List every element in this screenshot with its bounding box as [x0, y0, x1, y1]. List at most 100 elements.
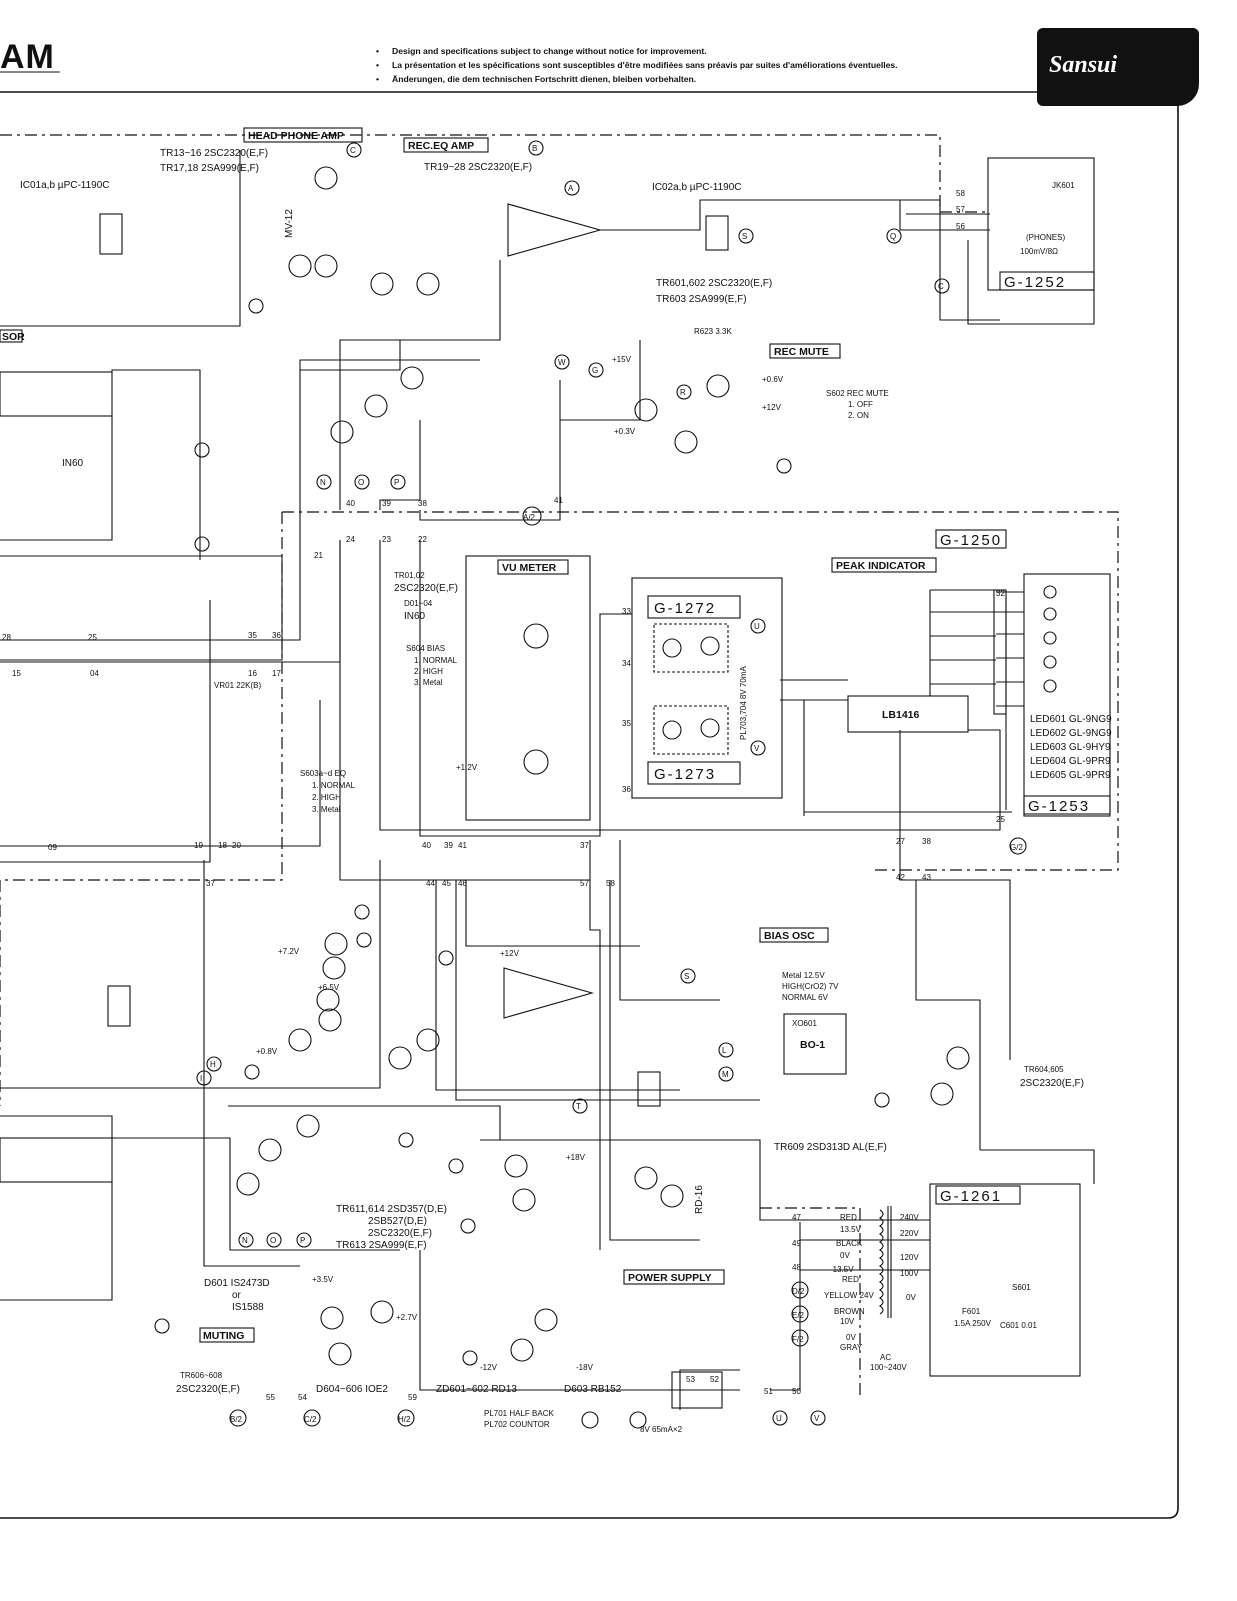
fraction-terminal: A/2 [523, 513, 536, 522]
pin-number: 40 [346, 499, 355, 508]
pin-number: 36 [622, 785, 631, 794]
pin-number: 58 [606, 879, 615, 888]
ic-lb1416: LB1416 [882, 709, 920, 721]
note-line: La présentation et les spécifications so… [376, 58, 898, 72]
label-ic01: IC01a,b µPC-1190C [20, 180, 110, 191]
pin-number: 50 [792, 1387, 801, 1396]
page-title: AM [0, 38, 55, 76]
label-phones-rating: 100mV/8Ω [1020, 247, 1058, 256]
board-g1252: G-1252 [1004, 274, 1066, 291]
board-g1253: G-1253 [1028, 798, 1090, 815]
terminal-letters: C B A S Q C W G R N O P U V N O P U V T … [200, 144, 944, 1423]
section-processor: SOR [2, 331, 25, 343]
pin-number: 25 [88, 633, 97, 642]
terminal-label: I [200, 1074, 202, 1083]
fraction-terminal: B/2 [230, 1415, 243, 1424]
voltage-label: +12V [762, 403, 782, 412]
wire-label: -13.5V [830, 1265, 854, 1274]
voltage-label: +18V [566, 1153, 586, 1162]
pin-number: 23 [382, 535, 391, 544]
wire-label: 13.5V [840, 1225, 862, 1234]
label-tr606-608-type: 2SC2320(E,F) [176, 1384, 240, 1395]
wire-label: 0V [846, 1333, 856, 1342]
pilot-lamps [581, 1411, 647, 1429]
fuse-rating-label: 1.5A 250V [954, 1319, 992, 1328]
terminal-label: M [722, 1070, 729, 1079]
c601-label: C601 0.01 [1000, 1321, 1037, 1330]
terminal-label: P [394, 478, 399, 487]
pin-number: 25 [996, 815, 1005, 824]
wire-label: 0V [840, 1251, 850, 1260]
label-d01-04-type: IN60 [404, 611, 426, 622]
pin-number: 54 [298, 1393, 307, 1402]
pin-number: 04 [90, 669, 99, 678]
label-d601: D601 IS2473D [204, 1278, 270, 1289]
label-s602-off: 1. OFF [848, 400, 873, 409]
board-outline-main [282, 511, 1119, 871]
label-s603: S603a~d EQ [300, 769, 346, 778]
label-ic02: IC02a,b µPC-1190C [652, 182, 742, 193]
terminal-label: V [814, 1414, 820, 1423]
label-s602: S602 REC MUTE [826, 389, 889, 398]
transformer-primary [879, 1209, 884, 1315]
label-xo601: XO601 [792, 1019, 817, 1028]
pin-number: 39 [382, 499, 391, 508]
pin-number: 52 [710, 1375, 719, 1384]
label-phones: (PHONES) [1026, 233, 1065, 242]
coils [99, 213, 729, 1107]
fraction-terminals: A/2 B/2 C/2 H/2 G/2 D/2 E/2 F/2 [230, 513, 1023, 1424]
fraction-terminal: H/2 [398, 1415, 411, 1424]
terminal-markers [154, 140, 1027, 1427]
pin-number: 38 [418, 499, 427, 508]
label-s604-metal: 3. Metal [414, 678, 443, 687]
terminal-label: N [242, 1236, 248, 1245]
label-s603-metal: 3. Metal [312, 805, 341, 814]
label-r623: R623 3.3K [694, 327, 732, 336]
connector-strip [993, 589, 1007, 715]
pin-number: 41 [458, 841, 467, 850]
terminal-label: H [210, 1060, 216, 1069]
label-jk601: JK601 [1052, 181, 1075, 190]
voltage-label: +1.2V [456, 763, 478, 772]
label-s604-high: 2. HIGH [414, 667, 443, 676]
pin-numbers: 58 57 56 40 39 38 41 24 23 22 21 35 36 1… [2, 189, 1005, 1402]
pin-number: 37 [206, 879, 215, 888]
label-pl702: PL702 COUNTOR [484, 1420, 550, 1429]
label-bias-high: HIGH(CrO2) 7V [782, 982, 839, 991]
pin-number: 48 [792, 1263, 801, 1272]
section-peak-indicator: PEAK INDICATOR [836, 560, 926, 572]
pin-number: 35 [248, 631, 257, 640]
voltage-label: +3.5V [312, 1275, 334, 1284]
pin-number: 15 [12, 669, 21, 678]
connector-psu [671, 1371, 723, 1409]
terminal-label: W [558, 358, 566, 367]
label-tr606-608: TR606~608 [180, 1371, 223, 1380]
terminal-label: T [576, 1102, 581, 1111]
fraction-terminal: E/2 [792, 1311, 805, 1320]
terminal-label: C [938, 282, 944, 291]
board-g1273: G-1273 [654, 766, 716, 783]
wire-label: BLACK [836, 1239, 863, 1248]
voltage-label: -18V [576, 1363, 594, 1372]
outer-border [0, 91, 1179, 1519]
label-led601: LED601 GL-9NG9 [1030, 714, 1112, 725]
pin-number: 33 [622, 607, 631, 616]
terminal-label: O [270, 1236, 276, 1245]
board-outline-left [0, 512, 283, 881]
terminal-label: R [680, 388, 686, 397]
pin-number: 41 [554, 496, 563, 505]
pin-number: 47 [792, 1213, 801, 1222]
section-power-supply: POWER SUPPLY [628, 1272, 712, 1284]
tap-label: 120V [900, 1253, 919, 1262]
label-s603-normal: 1. NORMAL [312, 781, 356, 790]
voltage-label: +0.6V [762, 375, 784, 384]
terminal-label: U [754, 622, 760, 631]
pin-number: 56 [956, 222, 965, 231]
note-line: Änderungen, die dem technischen Fortschr… [376, 72, 898, 86]
pin-number: 53 [686, 1375, 695, 1384]
pin-number: 49 [792, 1239, 801, 1248]
terminal-label: C [350, 146, 356, 155]
label-tr19-28: TR19~28 2SC2320(E,F) [424, 162, 532, 173]
pin-number: 45 [442, 879, 451, 888]
tap-label: 0V [906, 1293, 916, 1302]
